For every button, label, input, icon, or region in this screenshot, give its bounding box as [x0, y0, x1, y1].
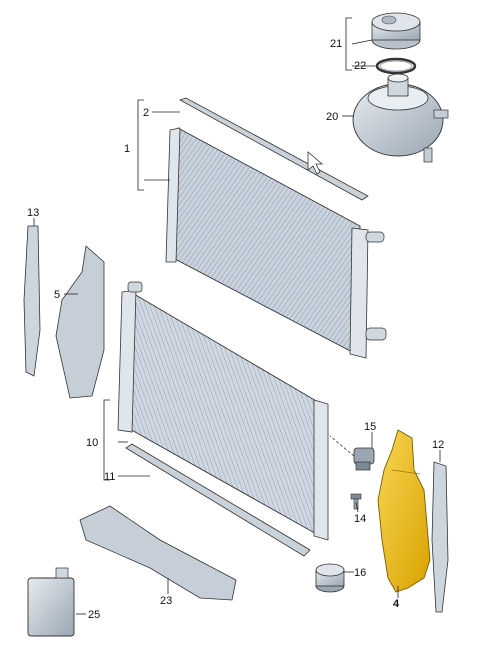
air-guide-left-narrow: [23, 225, 41, 377]
lower-seal-strip: [125, 443, 311, 557]
part-number-10: 10: [86, 437, 98, 449]
expansion-tank-cap: [371, 12, 421, 50]
coolant-expansion-tank: [352, 73, 449, 163]
radiator-plug: [315, 563, 345, 593]
part-number-23: 23: [160, 595, 172, 607]
lower-air-guide: [79, 505, 237, 601]
part-number-11: 11: [104, 471, 115, 483]
air-guide-ribs: [391, 469, 421, 475]
part-number-5: 5: [54, 289, 60, 301]
air-guide-right-narrow: [431, 461, 449, 613]
temperature-sensor: [353, 447, 375, 471]
part-number-13: 13: [27, 207, 39, 219]
part-number-25: 25: [88, 609, 100, 621]
part-number-16: 16: [354, 567, 366, 579]
part-number-15: 15: [364, 421, 376, 433]
part-number-20: 20: [326, 111, 338, 123]
part-number-12: 12: [432, 439, 444, 451]
leader-lines: [33, 17, 441, 615]
cursor-icon: [307, 151, 324, 175]
part-number-1: 1: [124, 143, 130, 155]
coolant-bottle: [27, 567, 75, 637]
part-number-21: 21: [330, 38, 342, 50]
seal-strip: [179, 97, 369, 201]
air-guide-left-wide: [55, 245, 105, 399]
part-number-2: 2: [143, 107, 149, 119]
air-guide-right-highlighted: [377, 429, 431, 593]
part-number-4: 4: [393, 598, 400, 610]
part-number-14: 14: [354, 513, 366, 525]
part-number-22: 22: [354, 60, 366, 72]
o-ring-inner: [379, 60, 413, 72]
radiator-front: [117, 281, 329, 541]
radiator-rear: [165, 127, 387, 359]
screw: [350, 493, 362, 510]
